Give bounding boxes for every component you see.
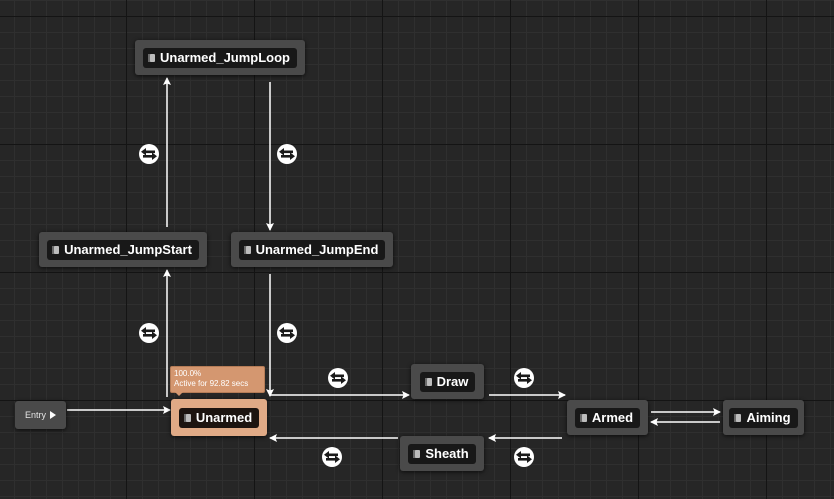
state-node-icon xyxy=(424,377,432,386)
transition-arrows xyxy=(67,77,721,442)
state-unarmed[interactable]: Unarmed xyxy=(171,399,267,436)
state-node-icon xyxy=(579,413,587,422)
state-label-box: Unarmed_JumpLoop xyxy=(142,47,297,68)
state-node-icon xyxy=(413,449,421,458)
play-icon xyxy=(50,411,56,419)
transition-rule-icon[interactable] xyxy=(514,447,534,467)
state-draw[interactable]: Draw xyxy=(411,364,484,399)
state-node-icon xyxy=(147,53,155,62)
state-unarmed-jumpend[interactable]: Unarmed_JumpEnd xyxy=(231,232,393,267)
state-name: Armed xyxy=(591,410,634,425)
state-sheath[interactable]: Sheath xyxy=(400,436,484,471)
state-unarmed-jumpstart[interactable]: Unarmed_JumpStart xyxy=(39,232,207,267)
state-label-box: Aiming xyxy=(729,407,798,428)
state-name: Unarmed xyxy=(195,410,253,425)
state-unarmed-jumploop[interactable]: Unarmed_JumpLoop xyxy=(135,40,305,75)
state-armed[interactable]: Armed xyxy=(567,400,648,435)
state-node-icon xyxy=(243,245,251,254)
transition-rule-icon[interactable] xyxy=(514,368,534,388)
transition-rule-icon[interactable] xyxy=(139,323,159,343)
transition-rule-icon[interactable] xyxy=(328,368,348,388)
transition-rule-icon[interactable] xyxy=(322,447,342,467)
state-name: Sheath xyxy=(425,446,469,461)
state-active-time: Active for 92.82 secs xyxy=(174,379,249,388)
state-label-box: Unarmed_JumpEnd xyxy=(238,239,386,260)
state-label-box: Armed xyxy=(574,407,641,428)
transition-rule-icon[interactable] xyxy=(139,144,159,164)
state-name: Aiming xyxy=(746,410,791,425)
state-node-icon xyxy=(52,245,60,254)
state-name: Unarmed_JumpStart xyxy=(64,242,192,257)
state-weight: 100.0% xyxy=(174,369,202,378)
transition-rule-icon[interactable] xyxy=(277,144,297,164)
state-label-box: Unarmed_JumpStart xyxy=(47,239,199,260)
state-node-icon xyxy=(183,413,191,422)
state-name: Unarmed_JumpEnd xyxy=(255,242,379,257)
entry-label: Entry xyxy=(24,410,46,420)
state-aiming[interactable]: Aiming xyxy=(723,400,804,435)
state-name: Draw xyxy=(436,374,469,389)
active-state-tooltip: 100.0% Active for 92.82 secs xyxy=(170,366,265,396)
state-label-box: Draw xyxy=(419,371,476,392)
state-label-box: Unarmed xyxy=(178,407,260,428)
state-node-icon xyxy=(734,413,742,422)
state-name: Unarmed_JumpLoop xyxy=(159,50,290,65)
state-label-box: Sheath xyxy=(408,443,476,464)
transition-rule-icon[interactable] xyxy=(277,323,297,343)
entry-node[interactable]: Entry xyxy=(15,401,66,429)
